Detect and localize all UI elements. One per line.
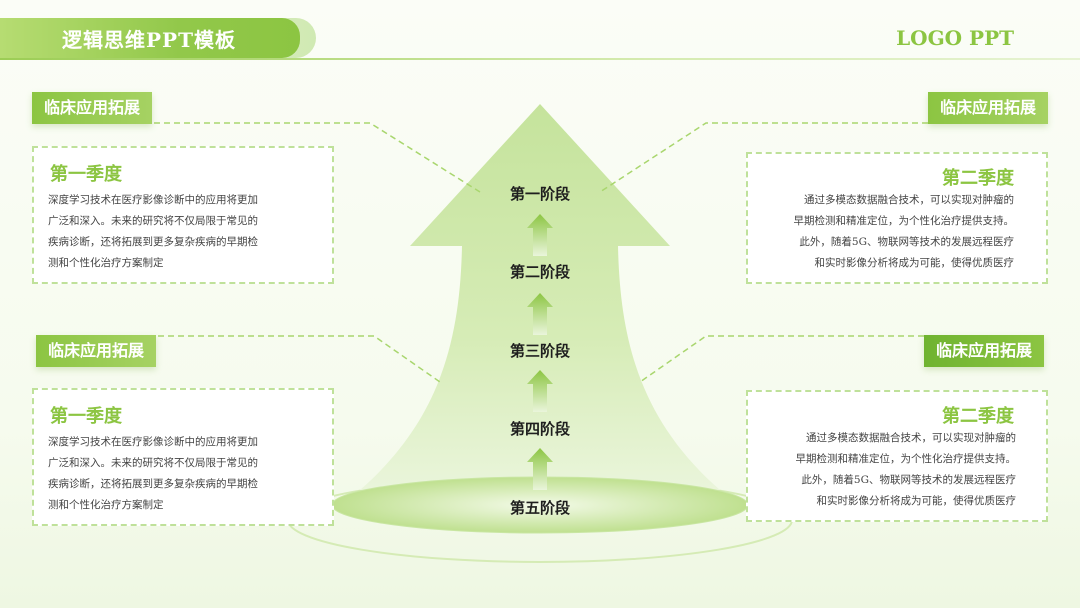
card-line: 深度学习技术在医疗影像诊断中的应用将更加 xyxy=(48,436,258,448)
card-line: 测和个性化治疗方案制定 xyxy=(48,499,164,511)
card-bottom-left: 第一季度 深度学习技术在医疗影像诊断中的应用将更加 广泛和深入。未来的研究将不仅… xyxy=(32,388,334,526)
connector-top-left xyxy=(154,122,481,193)
header-divider xyxy=(0,58,1080,60)
stage-label-2: 第二阶段 xyxy=(509,263,570,281)
small-arrows xyxy=(527,214,553,490)
card-line: 通过多模态数据融合技术，可以实现对肿瘤的 xyxy=(804,194,1014,206)
card-line: 和实时影像分析将成为可能，使得优质医疗 xyxy=(814,257,1015,269)
card-line: 测和个性化治疗方案制定 xyxy=(48,257,164,269)
card-line: 通过多模态数据融合技术，可以实现对肿瘤的 xyxy=(806,432,1016,444)
card-body: 深度学习技术在医疗影像诊断中的应用将更加 广泛和深入。未来的研究将不仅局限于常见… xyxy=(48,432,328,516)
tag-top-left: 临床应用拓展 xyxy=(32,92,153,124)
tag-bottom-right: 临床应用拓展 xyxy=(923,335,1044,367)
stage-label-5: 第五阶段 xyxy=(509,499,570,517)
card-title: 第一季度 xyxy=(50,406,122,427)
card-body: 深度学习技术在医疗影像诊断中的应用将更加 广泛和深入。未来的研究将不仅局限于常见… xyxy=(48,190,328,274)
tag-bottom-left: 临床应用拓展 xyxy=(36,335,157,367)
logo-text: LOGO PPT xyxy=(896,26,1014,50)
tag-top-right: 临床应用拓展 xyxy=(927,92,1048,124)
card-line: 深度学习技术在医疗影像诊断中的应用将更加 xyxy=(48,194,258,206)
connector-bottom-left xyxy=(158,335,441,383)
small-arrow-3 xyxy=(527,370,553,412)
card-bottom-right: 第二季度 通过多模态数据融合技术，可以实现对肿瘤的 早期检测和精准定位，为个性化… xyxy=(746,390,1048,522)
connector-top-right xyxy=(599,122,928,193)
card-title: 第一季度 xyxy=(50,164,122,185)
title-bar xyxy=(0,18,300,58)
card-line: 此外，随着5G、物联网等技术的发展远程医疗 xyxy=(799,236,1014,248)
card-line: 早期检测和精准定位，为个性化治疗提供支持。 xyxy=(795,453,1017,465)
connectors xyxy=(154,122,928,383)
page-title: 逻辑思维PPT模板 xyxy=(62,28,236,52)
connector-bottom-right xyxy=(639,335,924,383)
card-line: 和实时影像分析将成为可能，使得优质医疗 xyxy=(816,495,1017,507)
card-line: 此外，随着5G、物联网等技术的发展远程医疗 xyxy=(801,474,1016,486)
card-body: 通过多模态数据融合技术，可以实现对肿瘤的 早期检测和精准定位，为个性化治疗提供支… xyxy=(734,190,1015,274)
stage-label-3: 第三阶段 xyxy=(509,342,570,360)
small-arrow-1 xyxy=(527,214,553,256)
card-line: 疾病诊断，还将拓展到更多复杂疾病的早期检 xyxy=(48,478,258,490)
card-top-right: 第二季度 通过多模态数据融合技术，可以实现对肿瘤的 早期检测和精准定位，为个性化… xyxy=(746,152,1048,284)
card-line: 广泛和深入。未来的研究将不仅局限于常见的 xyxy=(48,215,258,227)
stage-label-4: 第四阶段 xyxy=(509,420,570,438)
small-arrow-4 xyxy=(527,448,553,490)
card-line: 早期检测和精准定位，为个性化治疗提供支持。 xyxy=(793,215,1015,227)
small-arrow-2 xyxy=(527,293,553,335)
card-title: 第二季度 xyxy=(942,406,1014,427)
card-body: 通过多模态数据融合技术，可以实现对肿瘤的 早期检测和精准定位，为个性化治疗提供支… xyxy=(736,428,1017,512)
card-line: 广泛和深入。未来的研究将不仅局限于常见的 xyxy=(48,457,258,469)
card-title: 第二季度 xyxy=(942,168,1014,189)
stage-label-1: 第一阶段 xyxy=(509,185,570,203)
card-top-left: 第一季度 深度学习技术在医疗影像诊断中的应用将更加 广泛和深入。未来的研究将不仅… xyxy=(32,146,334,284)
card-line: 疾病诊断，还将拓展到更多复杂疾病的早期检 xyxy=(48,236,258,248)
